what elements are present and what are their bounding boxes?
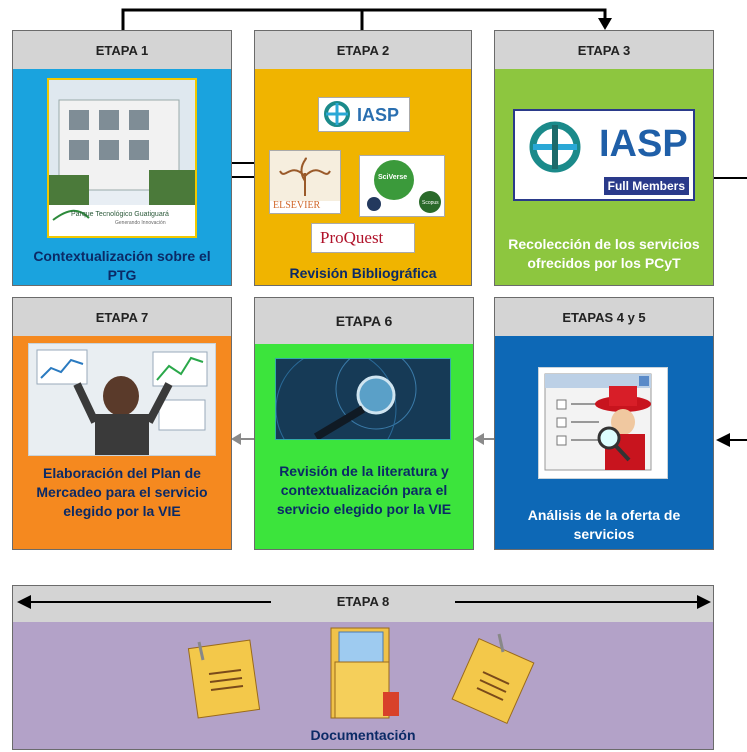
stage-7-caption: Elaboración del Plan de Mercadeo para el…	[36, 465, 208, 519]
document-icon-right	[451, 633, 535, 725]
stage-4-5-caption: Análisis de la oferta de servicios	[527, 507, 681, 542]
stage-8-span-arrows	[17, 595, 711, 609]
stage-2-caption: Revisión Bibliográfica	[289, 265, 437, 281]
iasp-logo-small-text: IASP	[357, 105, 400, 125]
stage-7-header: ETAPA 7	[13, 298, 231, 337]
scopus-text: Scopus	[422, 200, 439, 206]
stage-4-5-body: Análisis de la oferta de servicios	[495, 336, 713, 549]
stage-3-caption: Recolección de los servicios ofrecidos p…	[508, 236, 700, 271]
stage-7-body: Elaboración del Plan de Mercadeo para el…	[13, 336, 231, 549]
stage-6-header: ETAPA 6	[255, 298, 473, 345]
stage-2-body: IASP ELSEVIER SciVerse Scopus ProQuest R…	[255, 69, 471, 285]
ptg-logo-subtext: Generando Innovación	[115, 220, 166, 226]
stage-7-box: ETAPA 7 Elaboración del Plan de Mercadeo…	[12, 297, 232, 550]
iasp-full-members-logo: IASP Full Members	[513, 109, 695, 201]
folder-icon	[330, 627, 399, 719]
stage-1-box: ETAPA 1 Parque Tecnológico Guatiguará Ge…	[12, 30, 232, 286]
ptg-logo-text: Parque Tecnológico Guatiguará	[71, 211, 169, 218]
iasp-logo-small: IASP	[318, 97, 410, 132]
proquest-logo: ProQuest	[311, 223, 415, 253]
elsevier-logo-text: ELSEVIER	[273, 200, 321, 211]
stage-8-header: ETAPA 8	[13, 586, 713, 623]
sciverse-scopus-logo: SciVerse Scopus	[359, 155, 445, 217]
iasp-logo-text: IASP	[599, 123, 688, 165]
stage-1-body: Parque Tecnológico Guatiguará Generando …	[13, 69, 231, 285]
document-icon-left	[187, 639, 261, 719]
stage-8-caption: Documentación	[310, 727, 416, 743]
stage-8-title: ETAPA 8	[336, 593, 390, 609]
stage-6-box: ETAPA 6 Revisión de la literatura y cont…	[254, 297, 474, 550]
s45-s6-arrow	[474, 433, 484, 445]
stage-6-caption: Revisión de la literatura y contextualiz…	[276, 463, 452, 517]
sciverse-text: SciVerse	[378, 174, 408, 181]
magnifier-image	[275, 358, 451, 440]
stage-4-5-box: ETAPAS 4 y 5 Análisis de la oferta	[494, 297, 714, 550]
s6-s7-arrow	[231, 433, 241, 445]
proquest-text: ProQuest	[320, 228, 384, 247]
stage-4-5-header: ETAPAS 4 y 5	[495, 298, 713, 337]
stage-8-body: Documentación	[13, 622, 713, 749]
top-connector	[121, 8, 607, 30]
stage-1-caption: Contextualización sobre el PTG	[33, 248, 211, 283]
analysis-image	[538, 367, 668, 479]
stage-6-body: Revisión de la literatura y contextualiz…	[255, 344, 473, 549]
full-members-label: Full Members	[603, 177, 689, 195]
stage-3-header: ETAPA 3	[495, 31, 713, 70]
stage-2-box: ETAPA 2 IASP ELSEVIER SciVerse Scopus Pr…	[254, 30, 472, 286]
stage-8-box: ETAPA 8 Docu	[12, 585, 714, 750]
ptg-building-image: Parque Tecnológico Guatiguará Generando …	[47, 78, 197, 238]
stage-3-box: ETAPA 3 IASP Full Members Recolección de…	[494, 30, 714, 286]
top-arrow-head	[598, 18, 612, 30]
stage-3-body: IASP Full Members Recolección de los ser…	[495, 69, 713, 285]
stage-2-header: ETAPA 2	[255, 31, 471, 70]
s45-in-arrow	[716, 433, 730, 447]
stage-1-header: ETAPA 1	[13, 31, 231, 70]
elsevier-logo: ELSEVIER	[269, 150, 341, 214]
marketing-plan-image	[28, 343, 216, 456]
